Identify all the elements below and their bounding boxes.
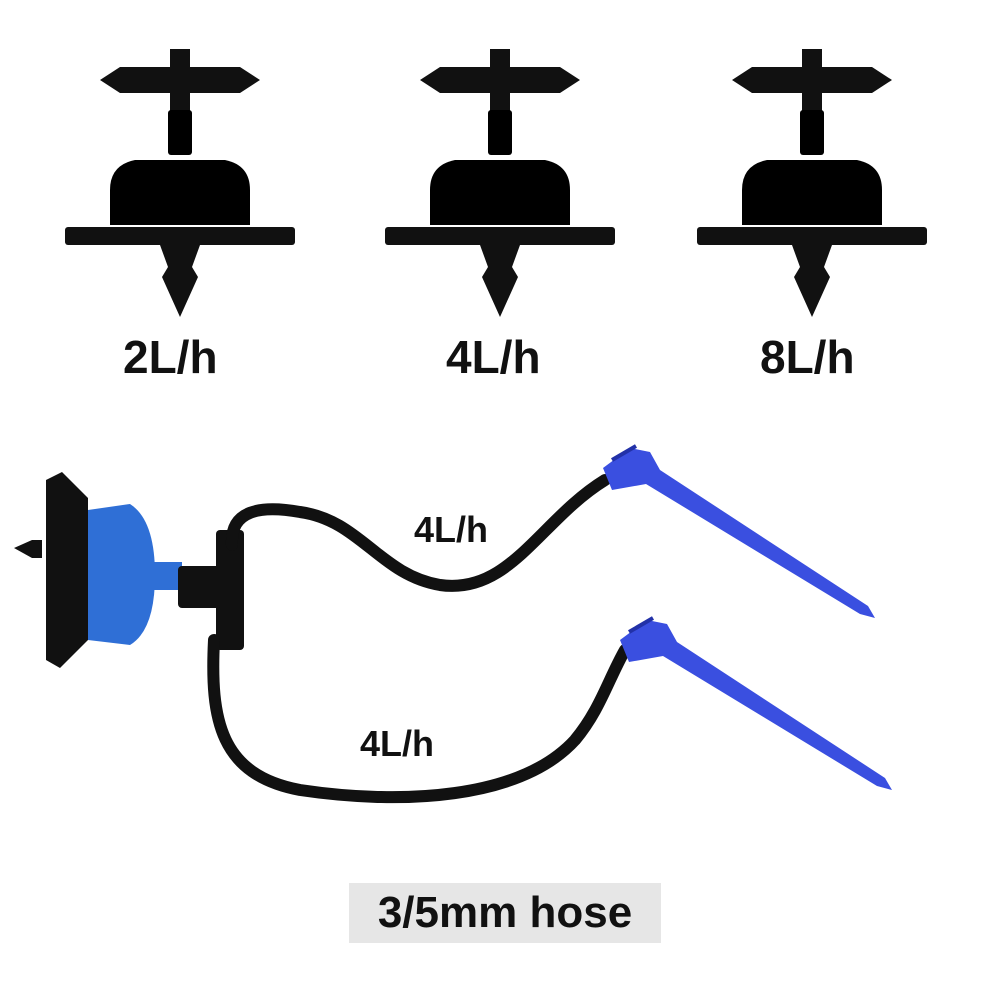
dripper-4lh: #d2 .cap{fill:#1b1b1b}#d2 .stem{fill:#1b… — [385, 49, 615, 317]
lower-branch-label: 4L/h — [360, 723, 435, 764]
hose-caption: 3/5mm hose — [349, 883, 661, 943]
dripper-4lh-label: 4L/h — [446, 331, 541, 383]
dripper-8lh-label: 8L/h — [760, 331, 855, 383]
hose-caption-text: 3/5mm hose — [377, 888, 633, 937]
dripper-2lh-label: 2L/h — [123, 331, 218, 383]
stake-upper — [603, 444, 875, 618]
hose-upper — [225, 474, 611, 592]
hose-lower — [207, 634, 631, 804]
stake-lower — [620, 616, 892, 790]
assembly-dripper — [14, 472, 244, 668]
dripper-2lh: #d1 .cap{fill:#f2cc00}#d1 .stem{fill:#f2… — [65, 49, 295, 317]
dripper-8lh: #d3 .cap{fill:#2f6fd6}#d3 .stem{fill:#2f… — [697, 49, 927, 317]
upper-branch-label: 4L/h — [414, 509, 489, 550]
